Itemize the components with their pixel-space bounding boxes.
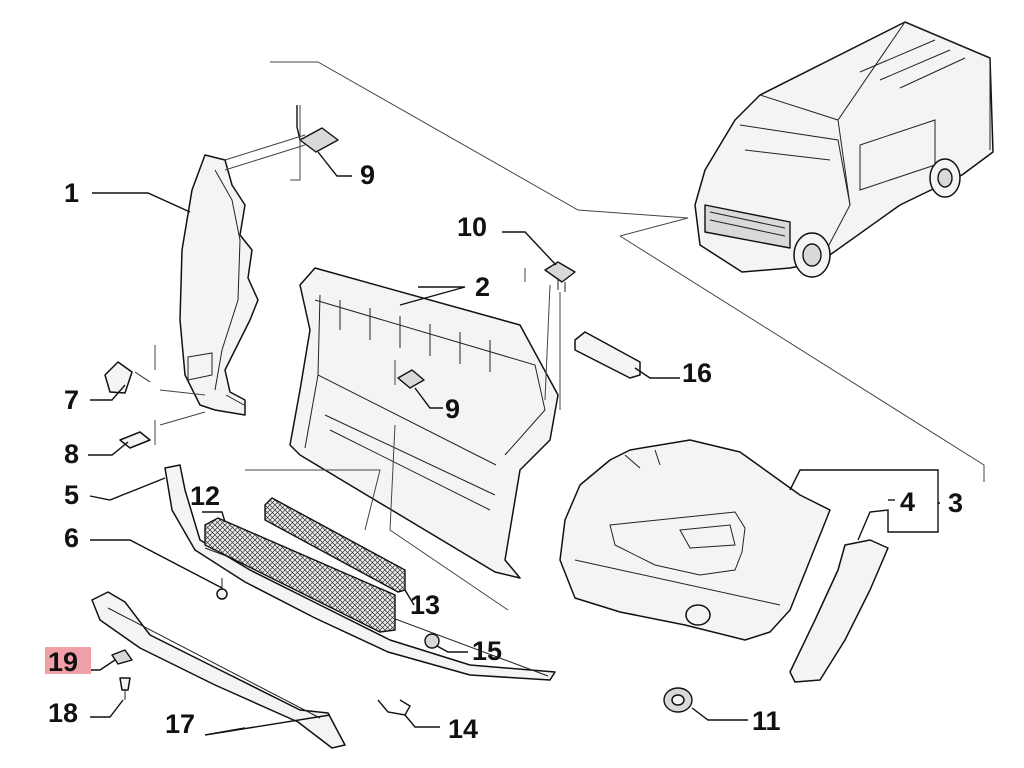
callout-2: 2 [475,272,490,302]
leader-lines [88,105,940,736]
part-4-right-trim [789,539,889,683]
part-15-plug [424,633,440,649]
part-3-right-bumper-end [559,439,831,641]
fasteners [104,127,693,716]
callout-19-highlight [45,647,91,674]
callout-18: 18 [48,698,78,728]
callout-11: 11 [752,706,781,736]
callout-9-lower: 9 [445,394,460,424]
part-12-grille-mesh [204,517,396,633]
part-10-clip [544,261,576,283]
callout-9-top: 9 [360,160,375,190]
callout-8: 8 [64,439,79,469]
part-17-lower-lip [91,591,346,749]
callout-4: 4 [900,487,915,517]
part-9-clip-top [299,127,339,153]
callout-5: 5 [64,480,79,510]
part-14-clip [377,699,411,716]
callout-1: 1 [64,178,79,208]
callout-14: 14 [448,714,478,744]
van-illustration [694,21,994,278]
callout-19: 19 [48,647,78,677]
callout-3: 3 [948,488,963,518]
callout-15: 15 [472,636,502,666]
part-2-grille-frame [289,267,559,579]
part-1-left-bumper-end [179,154,259,416]
callout-6: 6 [64,523,79,553]
part-8-bracket [119,431,151,449]
part-7-tow-cover [104,361,133,394]
part-6-screw [216,588,228,600]
callout-10: 10 [457,212,487,242]
guide-lines [270,61,985,482]
callout-7: 7 [64,385,79,415]
callout-17: 17 [165,709,195,739]
callout-13: 13 [410,590,440,620]
callout-16: 16 [682,358,712,388]
callout-12: 12 [190,481,220,511]
part-9-clip-lower [397,369,425,389]
part-18-screw [119,677,131,691]
part-16-foam-block [574,331,641,379]
callouts: 1 2 3 4 5 6 7 8 9 9 10 11 12 13 14 15 16… [45,160,963,744]
part-19-clip [111,649,133,665]
